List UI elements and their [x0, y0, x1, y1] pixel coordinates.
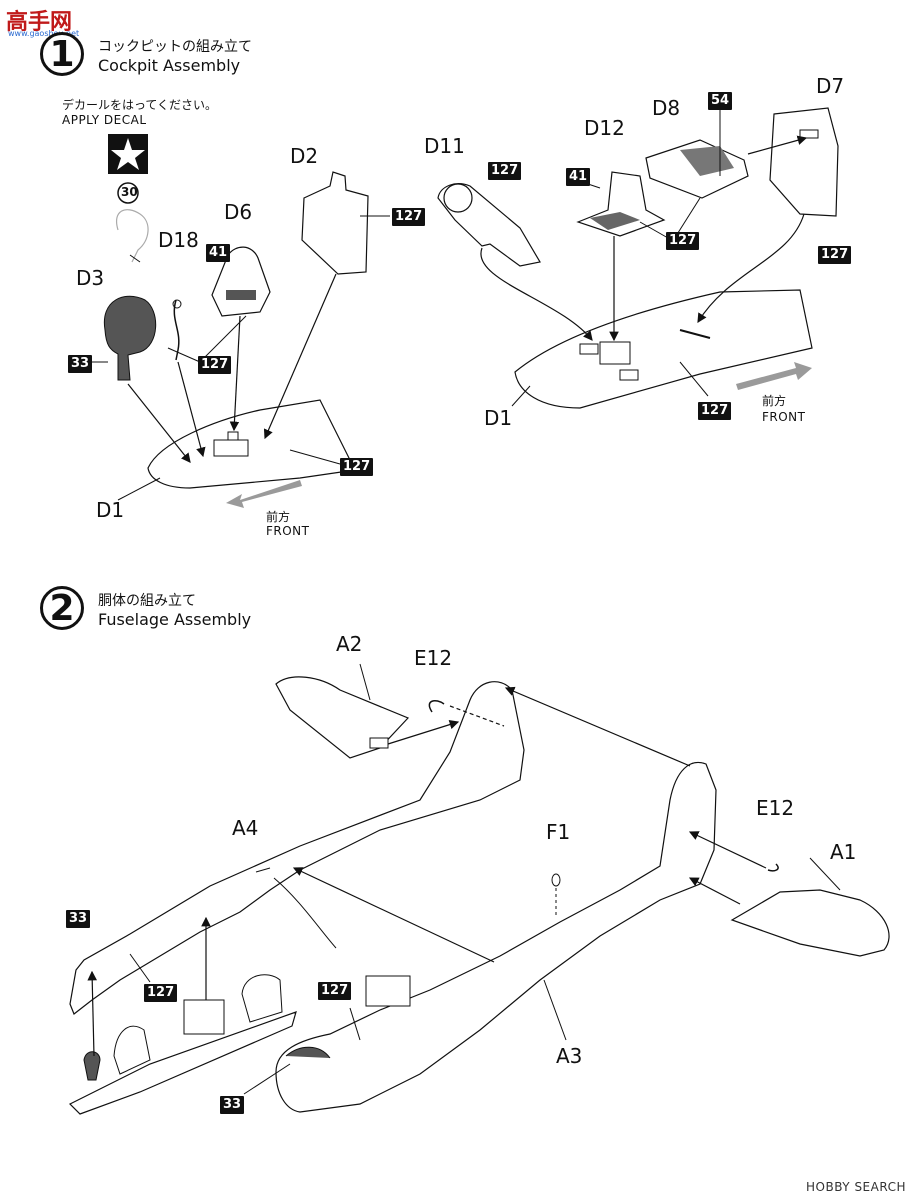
part-label-e12-right: E12 [756, 796, 795, 820]
paint-code: 41 [206, 244, 231, 262]
paint-code: 127 [818, 246, 852, 264]
star-decal-icon [108, 134, 148, 174]
part-label-d7: D7 [816, 74, 845, 98]
step-1-title-en: Cockpit Assembly [98, 56, 241, 75]
paint-code: 127 [392, 208, 426, 226]
front-label-en-left: FRONT [266, 524, 310, 538]
part-label-d18: D18 [158, 228, 199, 252]
paint-code: 127 [340, 458, 374, 476]
watermark-title: 高手网 [6, 10, 73, 35]
paint-code: 127 [666, 232, 700, 250]
front-label-en-right: FRONT [762, 410, 806, 424]
part-label-d1-right: D1 [484, 406, 513, 430]
paint-code: 33 [66, 910, 91, 928]
paint-code: 54 [708, 92, 733, 110]
part-label-d8: D8 [652, 96, 681, 120]
part-label-f1: F1 [546, 820, 571, 844]
part-label-d2: D2 [290, 144, 319, 168]
part-label-d6: D6 [224, 200, 253, 224]
decal-note-jp: デカールをはってください。 [62, 98, 218, 112]
paint-code: 41 [566, 168, 591, 186]
decal-number-circle [117, 182, 139, 204]
paint-code: 33 [68, 355, 93, 373]
part-label-a1: A1 [830, 840, 857, 864]
part-label-d12: D12 [584, 116, 625, 140]
paint-code: 127 [488, 162, 522, 180]
step-2-title-en: Fuselage Assembly [98, 610, 252, 629]
part-label-d3: D3 [76, 266, 105, 290]
part-label-d11: D11 [424, 134, 465, 158]
decal-number: 30 [121, 185, 138, 199]
hobbysearch-mark: HOBBY SEARCH [806, 1180, 906, 1194]
watermark-subtitle: www.gaoshou.net [8, 29, 80, 38]
front-label-jp-right: 前方 [762, 394, 787, 408]
paint-code: 127 [318, 982, 352, 1000]
step-2-title-jp: 胴体の組み立て [98, 593, 196, 609]
part-label-a2: A2 [336, 632, 363, 656]
part-label-a3: A3 [556, 1044, 583, 1068]
paint-code: 127 [698, 402, 732, 420]
paint-code: 127 [144, 984, 178, 1002]
paint-code: 127 [198, 356, 232, 374]
part-label-a4: A4 [232, 816, 259, 840]
paint-code: 33 [220, 1096, 245, 1114]
arrow-front-icon [226, 480, 302, 508]
front-label-jp-left: 前方 [266, 510, 291, 524]
part-label-d1-left: D1 [96, 498, 125, 522]
part-label-e12-left: E12 [414, 646, 453, 670]
step-2-number: 2 [40, 586, 84, 630]
step-1-number: 1 [40, 32, 84, 76]
step-1-title-jp: コックピットの組み立て [98, 39, 252, 55]
decal-note-en: APPLY DECAL [62, 113, 147, 127]
